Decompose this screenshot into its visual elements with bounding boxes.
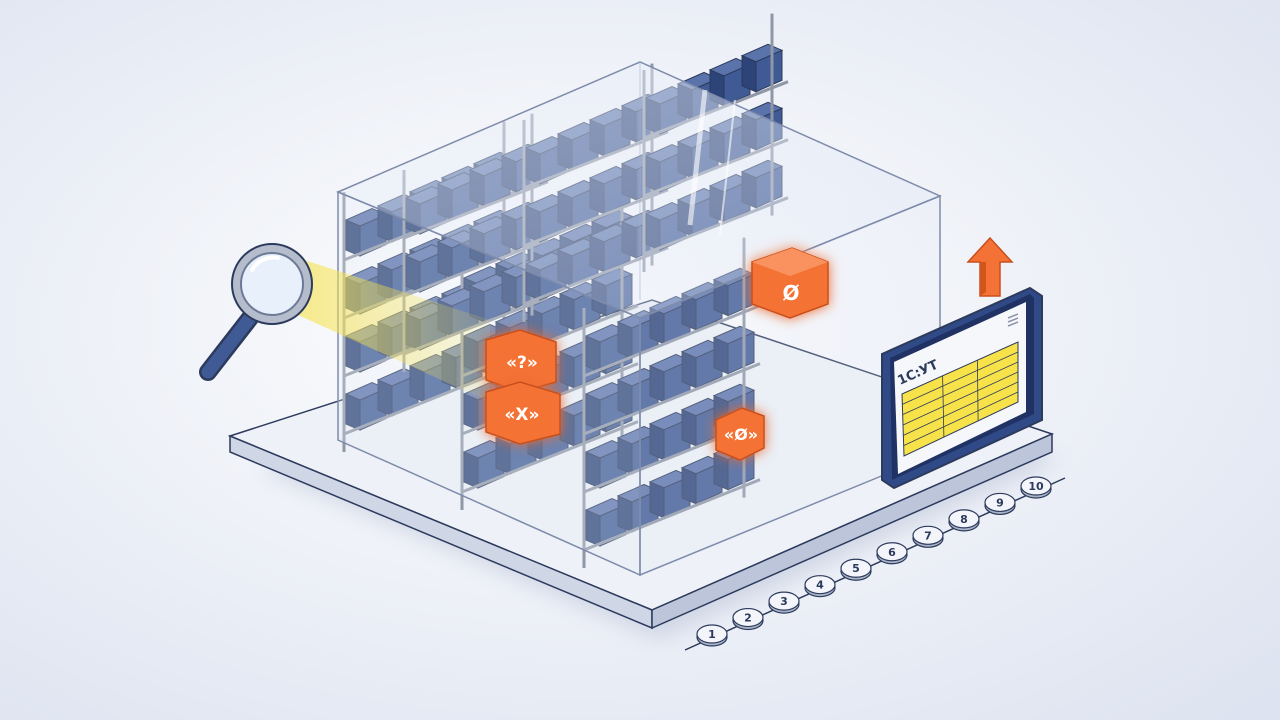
step-number: 6 <box>888 546 896 559</box>
step-number: 9 <box>996 496 1004 509</box>
step-number: 1 <box>708 628 716 641</box>
tablet-col-line <box>977 360 979 421</box>
step-number: 7 <box>924 529 932 542</box>
step-number: 4 <box>816 579 824 592</box>
problem-box: Ø <box>751 247 829 319</box>
tablet-col-line <box>942 375 945 438</box>
shelf-plank <box>583 362 761 436</box>
step-marker: 5 <box>840 558 872 581</box>
tablet-row-line <box>902 351 1019 405</box>
problem-box: «X» <box>485 381 561 445</box>
search-beam <box>298 258 490 402</box>
up-arrow-icon <box>966 236 1014 297</box>
storage-box <box>584 440 628 489</box>
problem-box: «Ø» <box>715 407 765 461</box>
step-marker: 1 <box>696 624 728 647</box>
tablet-table-grid <box>902 351 1019 447</box>
tablet-menu-icon <box>1007 313 1019 327</box>
tablet-row-line <box>903 391 1019 447</box>
shelf-plank <box>583 304 761 378</box>
tablet-device: 1С:УТ <box>881 286 1043 490</box>
step-marker: 4 <box>804 575 836 598</box>
problem-box-label: «?» <box>506 353 538 373</box>
problem-box-label: Ø <box>782 281 799 305</box>
step-marker: 10 <box>1020 476 1052 499</box>
step-number: 10 <box>1028 480 1044 493</box>
tablet-row-line <box>903 381 1019 436</box>
problem-box: «?» <box>485 329 557 393</box>
tablet-row-line <box>902 371 1019 426</box>
step-number: 2 <box>744 612 752 625</box>
step-marker: 2 <box>732 607 764 631</box>
problem-box-label: «X» <box>504 405 539 425</box>
shelf-plank <box>583 478 761 552</box>
step-marker: 7 <box>912 525 944 548</box>
storage-box <box>648 469 692 519</box>
problem-box-label: «Ø» <box>724 425 758 444</box>
step-marker: 9 <box>984 492 1016 516</box>
step-marker: 8 <box>948 509 980 532</box>
step-number: 8 <box>960 513 968 526</box>
step-marker: 3 <box>768 591 800 614</box>
step-number: 3 <box>780 595 788 608</box>
step-timeline: 1 2 3 4 5 6 7 8 9 10 <box>696 476 1052 647</box>
tablet-row-line <box>902 361 1019 416</box>
magnifying-glass-icon <box>199 243 313 381</box>
step-marker: 6 <box>876 542 908 565</box>
shelf-plank <box>461 420 639 494</box>
storage-box <box>462 440 506 489</box>
step-number: 5 <box>852 562 860 575</box>
